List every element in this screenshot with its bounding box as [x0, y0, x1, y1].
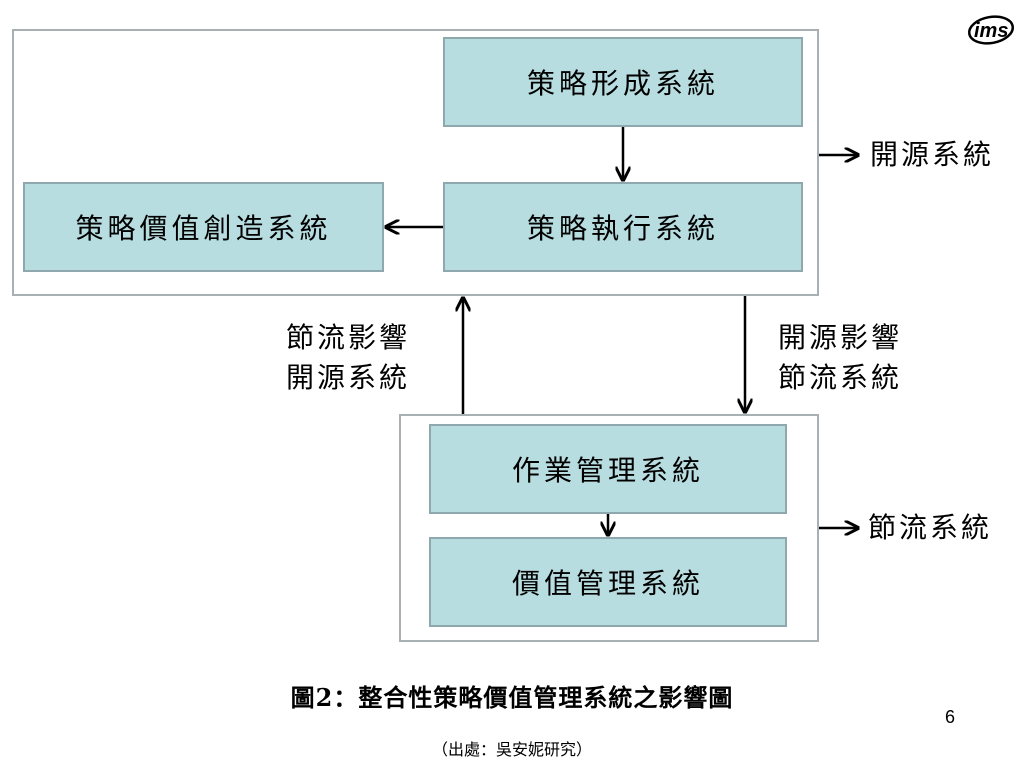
left-middle-label-line2: 開源系統	[286, 361, 411, 394]
figure-caption: 圖2：整合性策略價值管理系統之影響圖	[290, 683, 734, 712]
operations-management-box: 作業管理系統	[429, 424, 787, 514]
open-source-system-label: 開源系統	[870, 138, 995, 171]
strategy-value-creation-box: 策略價值創造系統	[23, 182, 384, 272]
svg-text:ims: ims	[974, 20, 1008, 42]
right-middle-label-line2: 節流系統	[778, 361, 903, 394]
right-middle-label-line1: 開源影響	[778, 321, 903, 354]
source-note: （出處：吳安妮研究）	[431, 740, 592, 759]
strategy-formation-box: 策略形成系統	[443, 37, 803, 127]
page-number: 6	[945, 707, 956, 727]
ims-logo: ims	[966, 8, 1016, 52]
left-middle-label-line1: 節流影響	[286, 321, 411, 354]
strategy-execution-box: 策略執行系統	[443, 182, 803, 272]
cost-saving-system-label: 節流系統	[868, 511, 993, 544]
value-management-box: 價值管理系統	[429, 537, 787, 627]
